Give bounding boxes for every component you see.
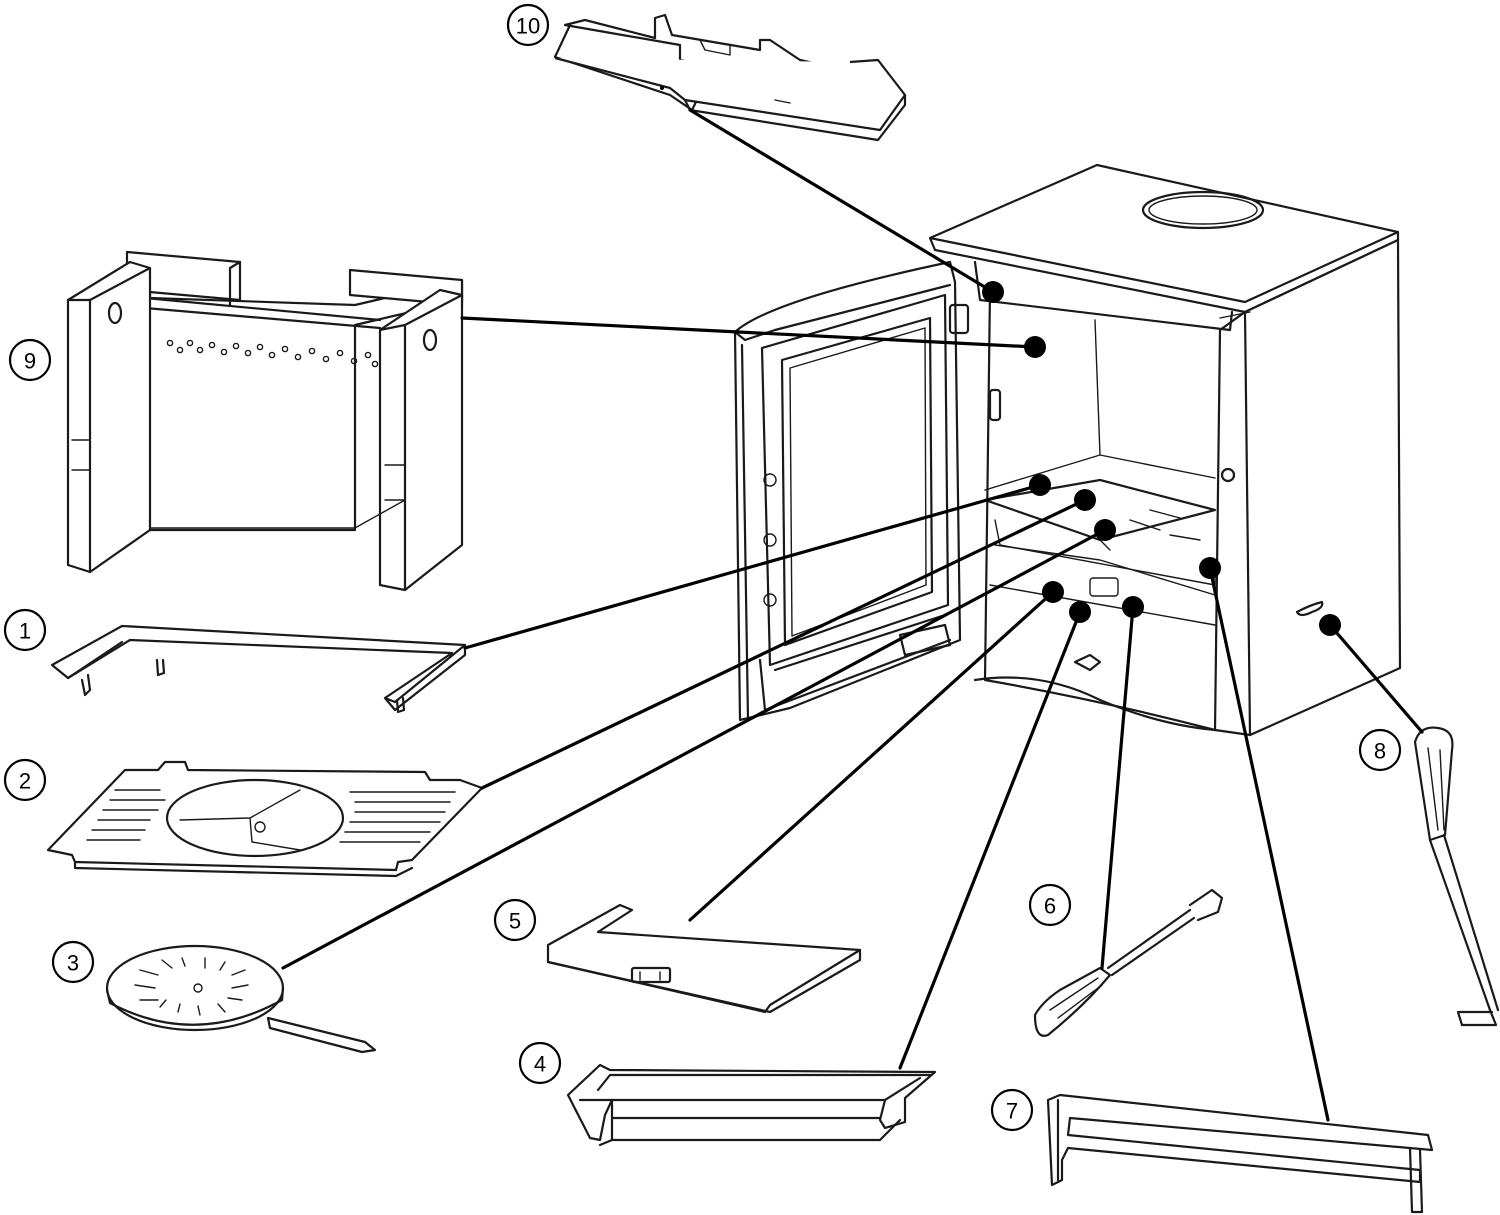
leader-2 <box>480 498 1087 790</box>
callout-6: 6 <box>1028 883 1072 927</box>
callout-8-label: 8 <box>1374 739 1386 764</box>
anchor-dots <box>982 281 1341 636</box>
part-9-firebricks <box>66 250 464 592</box>
callout-1-label: 1 <box>19 619 31 644</box>
anchor-dot-8 <box>1319 614 1341 636</box>
leader-3 <box>281 528 1107 970</box>
leader-lines <box>281 108 1424 1122</box>
callout-3-label: 3 <box>67 951 79 976</box>
callout-3: 3 <box>51 940 95 984</box>
callouts: 10 9 1 2 3 5 4 6 <box>3 3 1402 1132</box>
anchor-dot-6 <box>1122 596 1144 618</box>
callout-1: 1 <box>3 608 47 652</box>
callout-7-label: 7 <box>1006 1099 1018 1124</box>
callout-6-label: 6 <box>1044 894 1056 919</box>
part-6-riddling-tool <box>1033 888 1224 1037</box>
part-10-baffle <box>553 13 907 142</box>
callout-5-label: 5 <box>509 909 521 934</box>
callout-5: 5 <box>493 898 537 942</box>
anchor-dot-9 <box>1024 336 1046 358</box>
stove-door <box>733 260 1002 722</box>
callout-2-label: 2 <box>19 769 31 794</box>
anchor-dot-7 <box>1199 557 1221 579</box>
leader-1 <box>463 483 1042 650</box>
callout-8: 8 <box>1358 728 1402 772</box>
callout-2: 2 <box>3 758 47 802</box>
part-8-door-tool <box>1413 726 1500 1027</box>
leader-9 <box>460 316 1037 349</box>
anchor-dot-10 <box>982 281 1004 303</box>
leader-10 <box>688 108 995 294</box>
callout-7: 7 <box>990 1088 1034 1132</box>
anchor-dot-5 <box>1042 581 1064 603</box>
leader-6 <box>1100 605 1135 970</box>
leader-8 <box>1328 623 1424 734</box>
stove-body <box>928 163 1402 737</box>
part-7-front-bar <box>1046 1093 1434 1214</box>
part-5-ashpan <box>546 903 862 1014</box>
anchor-dot-2 <box>1074 489 1096 511</box>
callout-4-label: 4 <box>534 1052 546 1077</box>
part-1-log-guard <box>50 624 467 714</box>
callout-10-label: 10 <box>516 14 540 39</box>
leader-7 <box>1208 566 1330 1122</box>
part-3-riddling-plate <box>105 944 377 1054</box>
leader-4 <box>898 610 1082 1070</box>
callout-4: 4 <box>518 1041 562 1085</box>
callout-9-label: 9 <box>24 349 36 374</box>
part-2-grate <box>46 760 484 878</box>
leader-5 <box>688 590 1055 922</box>
callout-10: 10 <box>506 3 550 47</box>
part-4-ash-pan <box>566 1063 937 1147</box>
anchor-dot-3 <box>1094 519 1116 541</box>
callout-9: 9 <box>8 338 52 382</box>
anchor-dot-4 <box>1069 601 1091 623</box>
anchor-dot-1 <box>1029 474 1051 496</box>
